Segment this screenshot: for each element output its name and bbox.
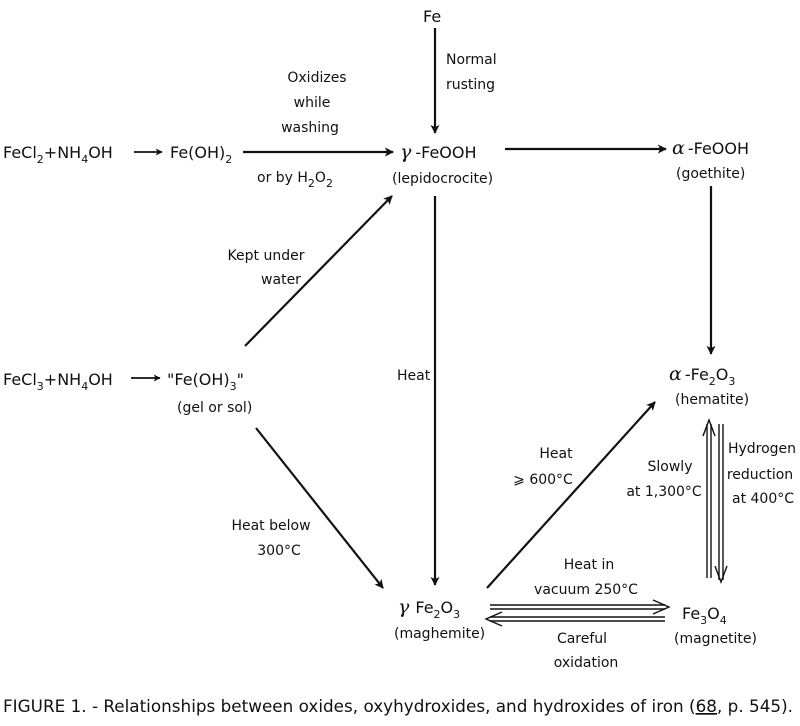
label-oxidizes: Oxidizes	[287, 70, 346, 86]
node-fe-oh-3: "Fe(OH)3"	[167, 370, 244, 393]
node-gamma-feooh: γ-FeOOH	[400, 141, 477, 163]
arrow-gamma-fe2o3-to-fe3o4	[490, 599, 671, 615]
label-careful: Careful	[557, 631, 607, 647]
arrow-feoh3-to-gamma-fe2o3	[255, 427, 384, 589]
label-slowly: Slowly	[648, 459, 693, 475]
node-fe-oh-2: Fe(OH)2	[170, 143, 232, 166]
node-alpha-fe2o3: α-Fe2O3	[669, 363, 735, 388]
label-at-1300c: at 1,300°C	[626, 484, 702, 500]
label-oxidation: oxidation	[554, 655, 619, 671]
arrows	[131, 28, 728, 627]
label-reduction: reduction	[727, 467, 793, 483]
arrow-alpha-fe2o3-magnetite-up	[702, 418, 716, 578]
node-fe: Fe	[423, 7, 441, 26]
label-normal: Normal	[446, 52, 497, 68]
label-heat-600-line1: Heat	[539, 446, 573, 462]
label-washing: washing	[281, 120, 339, 136]
node-lepidocrocite-label: (lepidocrocite)	[392, 171, 493, 187]
node-hematite-label: (hematite)	[675, 392, 749, 408]
label-at-400c: at 400°C	[732, 491, 794, 507]
node-fecl3-nh4oh: FeCl3+NH4OH	[3, 370, 113, 393]
caption-reference-link: 68	[696, 697, 717, 717]
arrow-feoh3-to-gamma-feooh	[244, 195, 393, 347]
label-heat-in: Heat in	[564, 557, 614, 573]
label-300c: 300°C	[257, 543, 301, 559]
node-goethite-label: (goethite)	[676, 166, 745, 182]
arrow-magnetite-alpha-fe2o3-down	[714, 424, 728, 584]
node-maghemite-label: (maghemite)	[394, 626, 485, 642]
arrow-fe3o4-to-gamma-fe2o3	[484, 611, 665, 627]
node-alpha-feooh: α-FeOOH	[672, 137, 749, 159]
node-magnetite-label: (magnetite)	[674, 631, 757, 647]
label-kept-under: Kept under	[228, 248, 305, 264]
node-fecl2-nh4oh: FeCl2+NH4OH	[3, 143, 113, 166]
label-heat-vertical: Heat	[397, 368, 431, 384]
label-or-by-h2o2: or by H2O2	[257, 170, 333, 190]
label-water: water	[261, 272, 301, 288]
figure-caption: FIGURE 1. - Relationships between oxides…	[3, 697, 793, 717]
label-hydrogen: Hydrogen	[728, 441, 796, 457]
arrow-gamma-fe2o3-to-alpha-fe2o3	[486, 401, 656, 589]
node-gel-or-sol-label: (gel or sol)	[177, 400, 252, 416]
label-heat-below: Heat below	[231, 518, 310, 534]
label-vacuum-250c: vacuum 250°C	[534, 582, 638, 598]
label-heat-600-line2: ⩾ 600°C	[513, 472, 573, 488]
label-while: while	[294, 95, 331, 111]
node-fe3o4: Fe3O4	[682, 604, 727, 627]
label-rusting: rusting	[446, 77, 495, 93]
